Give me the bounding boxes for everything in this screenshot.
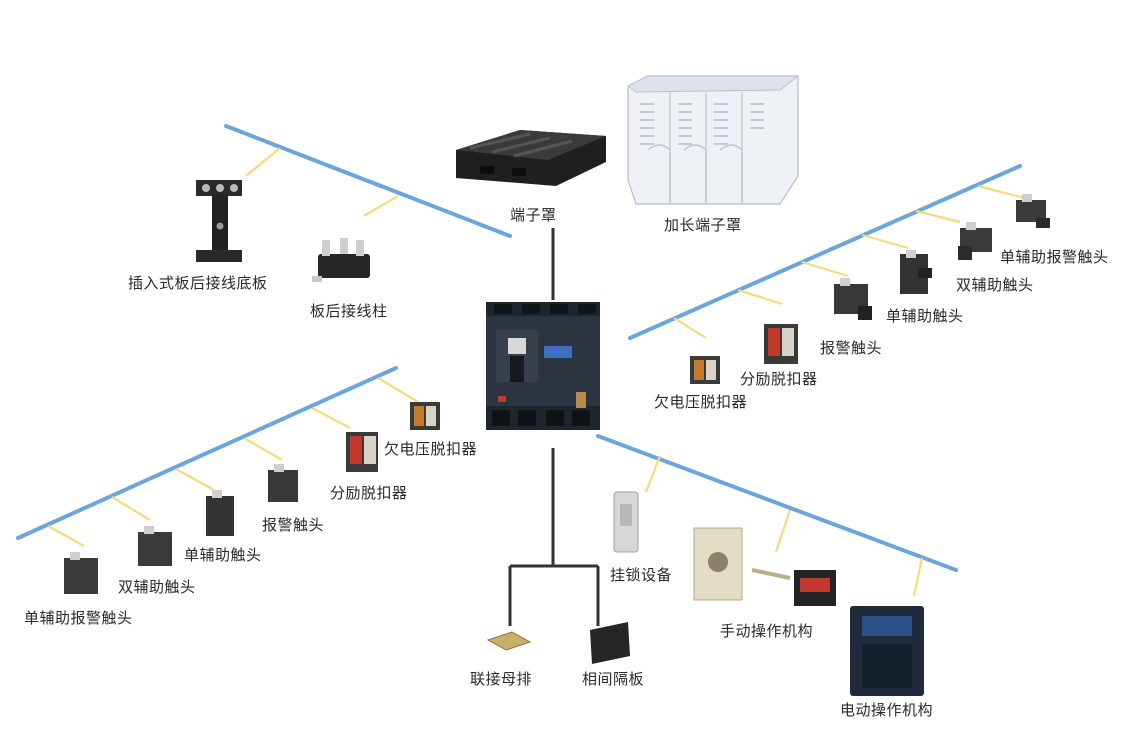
rail-bottom-right (596, 434, 958, 572)
label-motor-operator: 电动操作机构 (840, 701, 934, 719)
busbar-link-image (486, 631, 532, 651)
label-right-single-aux: 单辅助触头 (886, 307, 964, 325)
terminal-cover-image (456, 130, 606, 186)
label-busbar-link: 联接母排 (470, 670, 533, 688)
label-right-shunt-release: 分励脱扣器 (740, 370, 818, 388)
phase-barrier-image (590, 622, 630, 664)
label-plugin-rear-base: 插入式板后接线底板 (128, 274, 268, 292)
label-padlock: 挂锁设备 (610, 566, 673, 584)
label-rear-terminal-post: 板后接线柱 (310, 302, 388, 320)
label-left-single-aux: 单辅助触头 (184, 546, 262, 564)
right-alarm-image (834, 278, 872, 320)
plugin-rear-base-image (196, 180, 242, 262)
circuit-breaker-image (486, 302, 600, 430)
left-single-aux-image (206, 490, 234, 536)
label-right-undervoltage-release: 欠电压脱扣器 (654, 393, 748, 411)
rail-left (16, 366, 398, 540)
right-single-aux-image (900, 250, 932, 294)
extended-terminal-cover-image (627, 75, 800, 205)
label-left-double-aux: 双辅助触头 (118, 578, 196, 596)
connector-lines (508, 228, 600, 626)
label-left-shunt-release: 分励脱扣器 (330, 484, 408, 502)
right-single-aux-alarm-image (1016, 194, 1050, 228)
rear-terminal-post-image (312, 238, 370, 282)
manual-operator-image (693, 527, 836, 606)
label-left-single-aux-alarm: 单辅助报警触头 (24, 609, 133, 627)
label-left-alarm: 报警触头 (262, 516, 325, 534)
padlock-image (613, 491, 639, 553)
rail-top-left (224, 124, 512, 238)
label-left-undervoltage-release: 欠电压脱扣器 (384, 440, 478, 458)
label-terminal-cover: 端子罩 (510, 206, 557, 224)
left-single-aux-alarm-image (64, 552, 98, 594)
yellow-links (47, 147, 1025, 597)
label-phase-barrier: 相间隔板 (582, 670, 645, 688)
label-extended-terminal-cover: 加长端子罩 (664, 216, 742, 234)
right-undervoltage-release-image (690, 356, 720, 384)
label-right-alarm: 报警触头 (820, 339, 883, 357)
left-alarm-image (268, 464, 298, 502)
label-right-double-aux: 双辅助触头 (956, 276, 1034, 294)
label-right-single-aux-alarm: 单辅助报警触头 (1000, 248, 1109, 266)
motor-operator-image (850, 606, 924, 696)
left-undervoltage-release-image (410, 402, 440, 430)
rail-right (628, 164, 1022, 340)
left-double-aux-image (138, 526, 172, 566)
left-shunt-release-image (346, 432, 378, 472)
right-shunt-release-image (764, 324, 798, 364)
right-double-aux-image (958, 222, 992, 260)
label-manual-operator: 手动操作机构 (720, 622, 814, 640)
